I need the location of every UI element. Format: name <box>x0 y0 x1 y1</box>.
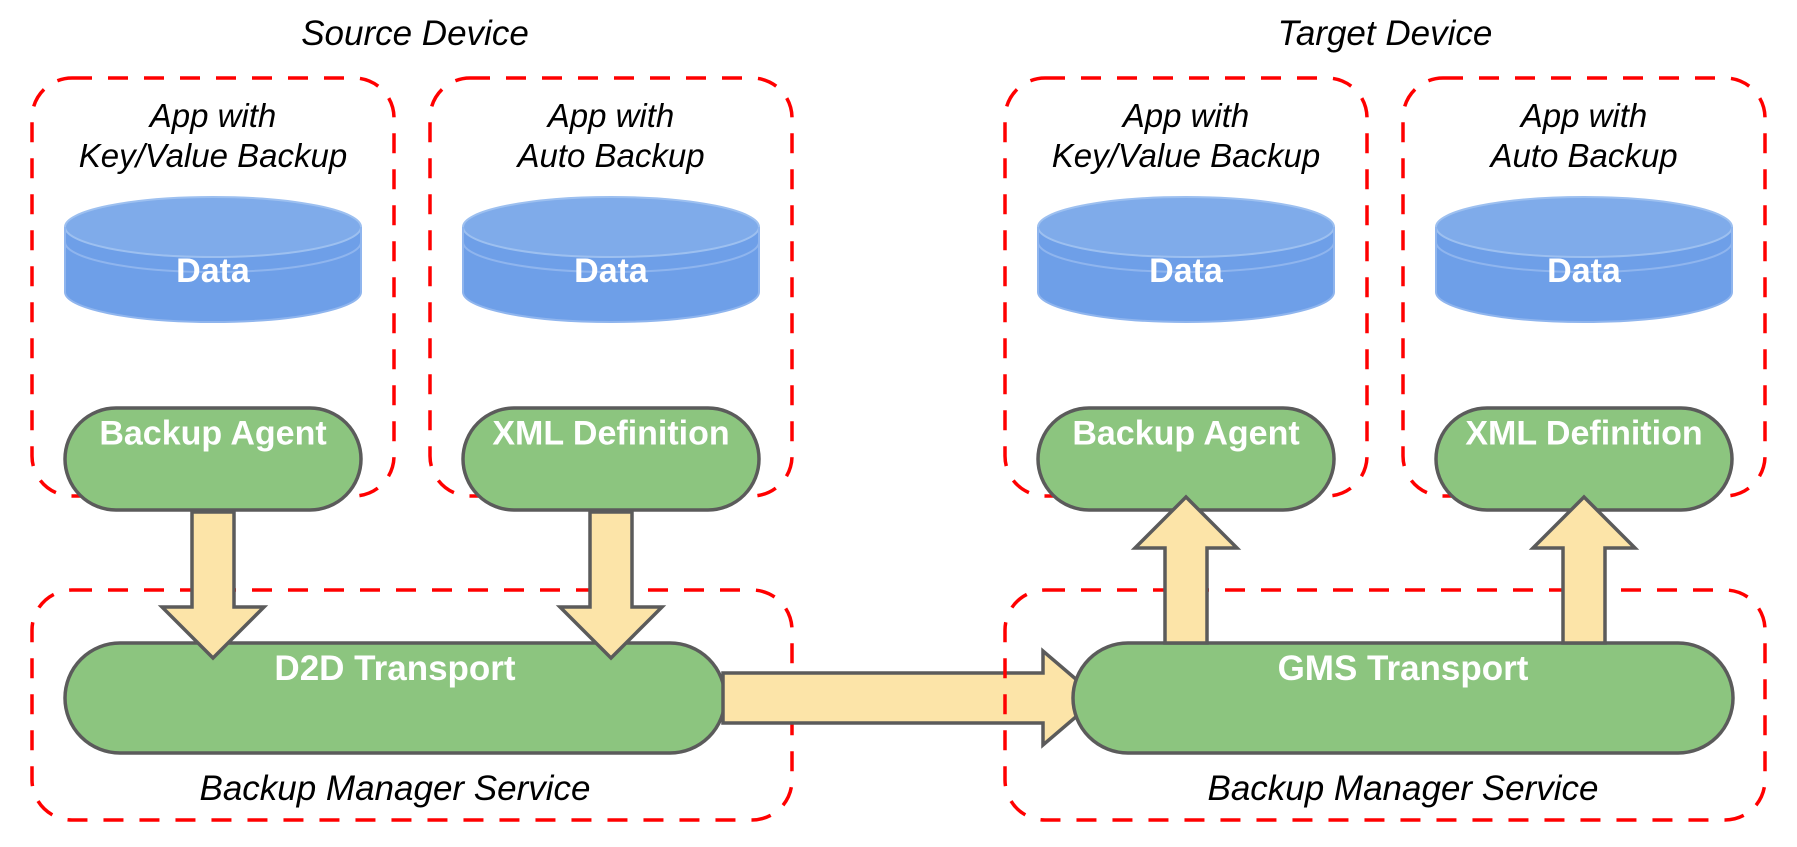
app-title-line1: App with <box>1519 97 1648 134</box>
service-dashed-border <box>30 588 794 822</box>
app-container-source-auto[interactable]: App with Auto Backup Data XML Definition <box>428 76 794 512</box>
data-cylinder-icon <box>1037 196 1335 323</box>
flow-arrow-down-source-kv <box>157 510 269 661</box>
app-container-target-kv[interactable]: App with Key/Value Backup Data Backup Ag… <box>1003 76 1369 512</box>
app-title-line2: Auto Backup <box>515 137 704 174</box>
device-title-source: Source Device <box>301 14 529 53</box>
app-container-source-kv[interactable]: App with Key/Value Backup Data Backup Ag… <box>30 76 396 512</box>
app-title-line1: App with <box>546 97 675 134</box>
component-pill-label: Backup Agent <box>99 414 326 452</box>
service-label: Backup Manager Service <box>199 769 590 808</box>
component-pill-label: XML Definition <box>492 414 729 452</box>
data-cylinder-label: Data <box>1149 252 1224 290</box>
component-pill-label: Backup Agent <box>1072 414 1299 452</box>
app-title-line1: App with <box>148 97 277 134</box>
service-dashed-border <box>1003 588 1767 822</box>
flow-arrow-up-target-auto <box>1528 494 1640 645</box>
transport-pill-label: D2D Transport <box>274 649 515 688</box>
device-title-target: Target Device <box>1278 14 1493 53</box>
transport-pill-label: GMS Transport <box>1278 649 1529 688</box>
data-cylinder-label: Data <box>574 252 649 290</box>
app-container-target-auto[interactable]: App with Auto Backup Data XML Definition <box>1401 76 1767 512</box>
service-label: Backup Manager Service <box>1207 769 1598 808</box>
app-dashed-border <box>428 76 794 498</box>
app-dashed-border <box>1003 76 1369 498</box>
app-dashed-border <box>1401 76 1767 498</box>
app-title-line1: App with <box>1121 97 1250 134</box>
flow-arrow-up-target-kv <box>1130 494 1242 645</box>
data-cylinder-label: Data <box>1547 252 1622 290</box>
app-dashed-border <box>30 76 396 498</box>
app-title-line2: Key/Value Backup <box>1052 137 1320 174</box>
component-pill-label: XML Definition <box>1465 414 1702 452</box>
component-pill-backup-agent[interactable] <box>63 406 363 512</box>
app-title-line2: Auto Backup <box>1488 137 1677 174</box>
service-container-target[interactable]: GMS Transport Backup Manager Service <box>1003 588 1767 822</box>
app-title-line2: Key/Value Backup <box>79 137 347 174</box>
component-pill-xml-definition[interactable] <box>461 406 761 512</box>
data-cylinder-icon <box>64 196 362 323</box>
data-cylinder-icon <box>1435 196 1733 323</box>
service-container-source[interactable]: D2D Transport Backup Manager Service <box>30 588 794 822</box>
data-cylinder-icon <box>462 196 760 323</box>
flow-arrow-down-source-auto <box>555 510 667 661</box>
data-cylinder-label: Data <box>176 252 251 290</box>
flow-arrow-right-d2d-to-gms <box>721 647 1101 749</box>
transport-pill-gms[interactable] <box>1071 641 1735 755</box>
